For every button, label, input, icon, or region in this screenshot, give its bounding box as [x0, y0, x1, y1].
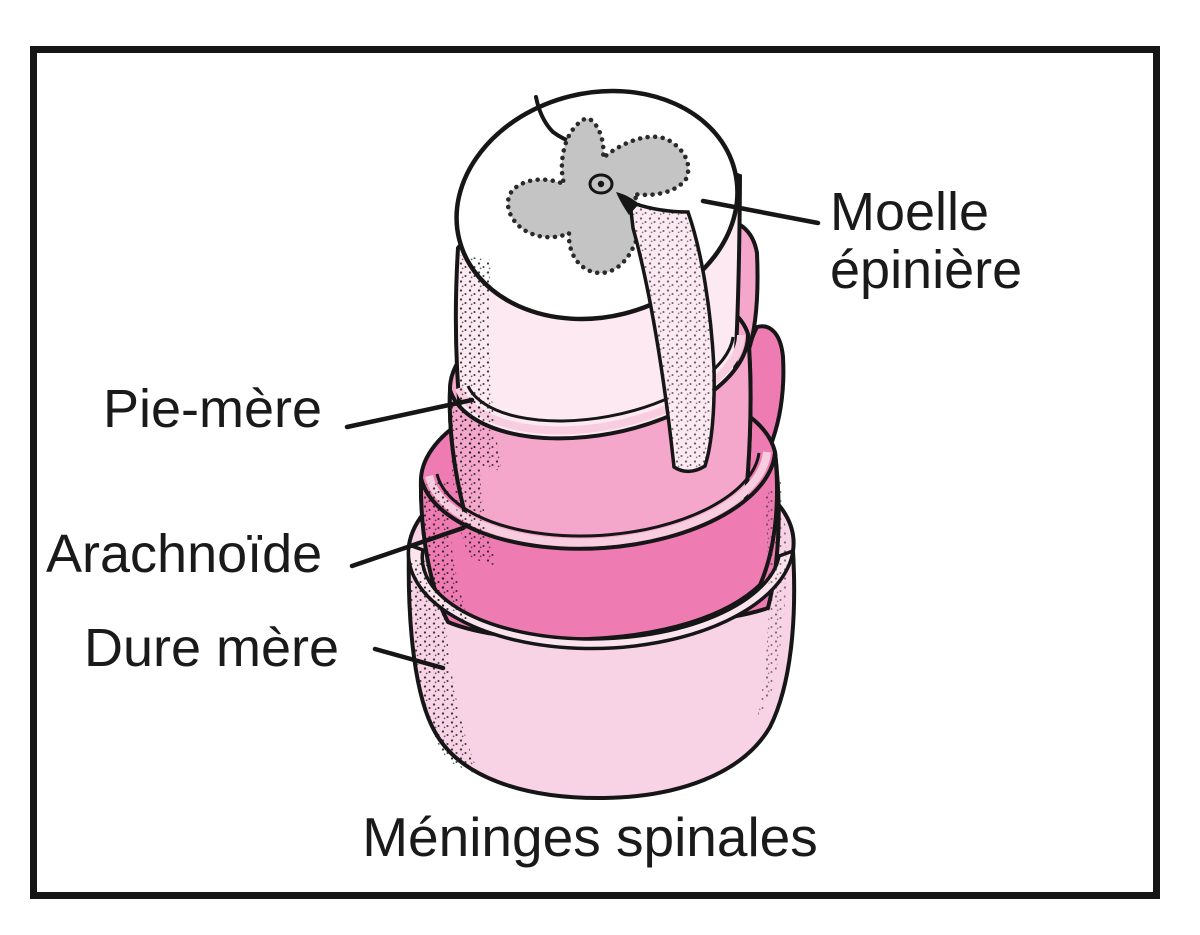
cord-cut-flap-stipple: [630, 202, 715, 472]
gray-matter-shape: [505, 116, 691, 276]
stipple-shading: [410, 255, 787, 776]
wedge-apex: [616, 192, 639, 215]
central-canal-dot: [597, 180, 605, 188]
leader-pie: [344, 397, 475, 430]
label-moelle-epiniere: Moelle épinière: [830, 183, 1022, 300]
figure-title: Méninges spinales: [362, 806, 818, 868]
arachnoid-rim-highlight: [425, 451, 771, 547]
label-dure-mere: Dure mère: [84, 618, 340, 678]
leader-dure: [372, 646, 446, 671]
label-pie-mere: Pie-mère: [103, 379, 323, 439]
dura-inner-lip: [406, 542, 796, 651]
arachnoid-front-wall: [418, 451, 780, 642]
leader-lines: [344, 198, 821, 671]
leader-moelle: [700, 198, 821, 226]
label-arachnoide: Arachnoïde: [46, 524, 323, 584]
label-moelle-line2: épinière: [830, 240, 1023, 301]
label-moelle-line1: Moelle: [830, 182, 990, 242]
leader-arachnoide: [349, 525, 466, 569]
